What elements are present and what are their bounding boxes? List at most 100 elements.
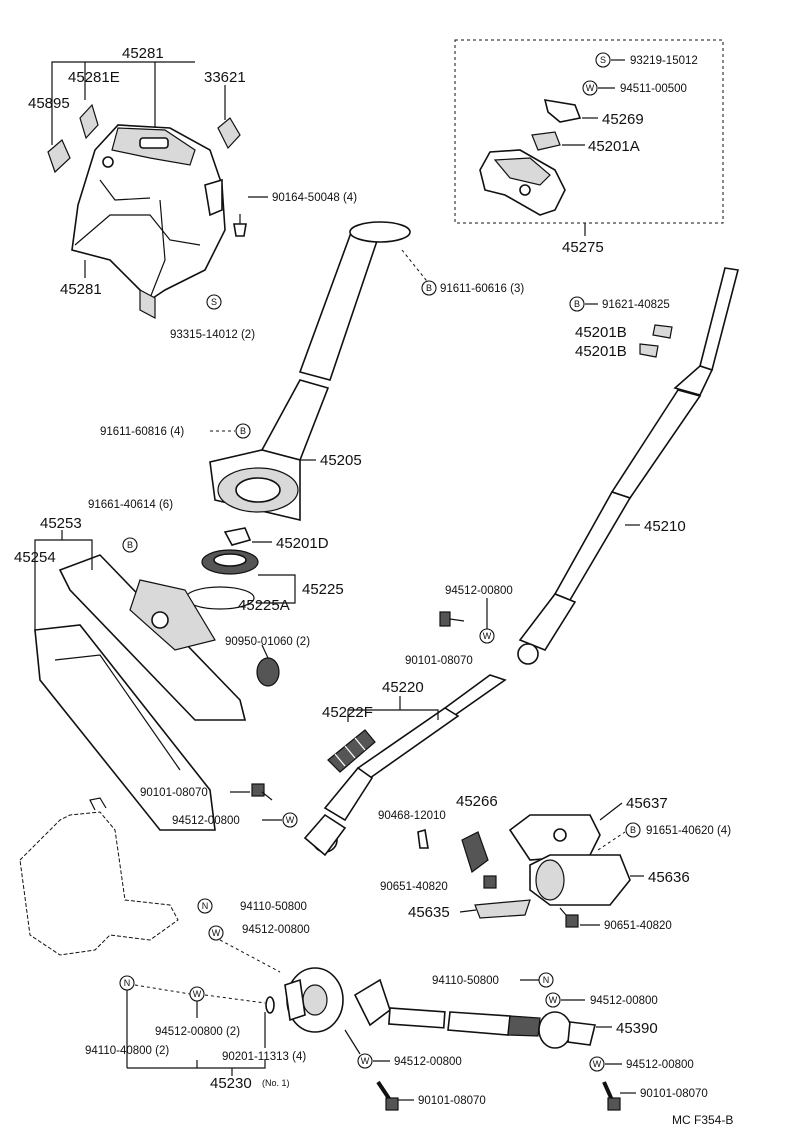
- steering-gearbox-outline: [19, 797, 179, 956]
- label-90101-b: 90101-08070: [140, 787, 208, 799]
- symbol-W-94512-f: W: [357, 1053, 373, 1069]
- label-45895: 45895: [28, 95, 70, 112]
- svg-text:W: W: [193, 989, 202, 999]
- label-45205: 45205: [320, 452, 362, 469]
- label-91621: 91621-40825: [602, 299, 670, 311]
- label-94110-c: 94110-40800 (2): [85, 1045, 169, 1057]
- label-45225: 45225: [302, 581, 344, 598]
- symbol-W-94512-c: W: [208, 925, 224, 941]
- svg-text:W: W: [483, 631, 492, 641]
- bracket-plate-illustration: [34, 554, 247, 831]
- label-94512-d: 94512-00800: [590, 995, 658, 1007]
- bolt-90101-c-shape: [376, 1080, 399, 1111]
- label-91661: 91661-40614 (6): [88, 499, 173, 511]
- symbol-W-94512-e: W: [189, 986, 205, 1002]
- label-45201B-1: 45201B: [575, 324, 627, 341]
- symbol-B-91661: B: [122, 537, 138, 553]
- bolt-90101-b-shape: [251, 783, 273, 801]
- label-45253: 45253: [40, 515, 82, 532]
- label-94511: 94511-00500: [620, 83, 687, 95]
- symbol-W-94512-a: W: [479, 628, 495, 644]
- label-94512-b: 94512-00800: [172, 815, 240, 827]
- bolt-90651-b-shape: [559, 907, 579, 928]
- label-45230-note: (No. 1): [262, 1078, 290, 1088]
- part-45201A-shape: [531, 131, 561, 151]
- label-90164: 90164-50048 (4): [272, 192, 357, 204]
- symbol-W-94511: W: [582, 80, 598, 96]
- flexible-joint-illustration: [284, 967, 344, 1033]
- bolt-90101-a-shape: [439, 611, 465, 627]
- bolt-90651-a-shape: [483, 875, 497, 889]
- svg-text:N: N: [124, 978, 131, 988]
- label-45230: 45230: [210, 1075, 252, 1092]
- label-90101-d: 90101-08070: [640, 1088, 708, 1100]
- svg-text:B: B: [426, 283, 432, 293]
- label-45281-bottom: 45281: [60, 281, 102, 298]
- svg-text:W: W: [586, 83, 595, 93]
- label-45201A: 45201A: [588, 138, 640, 155]
- plate-45635-shape: [474, 899, 531, 919]
- clip-90468-shape: [417, 828, 429, 849]
- part-45269-shape: [543, 99, 582, 123]
- label-94110-b: 94110-50800: [432, 975, 499, 987]
- bearing-45225-shape: [201, 549, 259, 575]
- label-45269: 45269: [602, 111, 644, 128]
- svg-text:S: S: [600, 55, 606, 65]
- gear-housing-illustration: [508, 814, 631, 906]
- label-45635: 45635: [408, 904, 450, 921]
- symbol-N-94110-b: N: [538, 972, 554, 988]
- svg-text:W: W: [549, 995, 558, 1005]
- grommet-90950-shape: [256, 657, 280, 687]
- label-90201: 90201-11313 (4): [222, 1051, 306, 1063]
- label-45222F: 45222F: [322, 704, 373, 721]
- label-90651-b: 90651-40820: [604, 920, 672, 932]
- svg-text:S: S: [211, 297, 217, 307]
- symbol-W-94512-b: W: [282, 812, 298, 828]
- symbol-B-91611-60616: B: [421, 280, 437, 296]
- part-45201D-shape: [223, 527, 252, 546]
- label-45266: 45266: [456, 793, 498, 810]
- label-45275: 45275: [562, 239, 604, 256]
- label-94512-g: 94512-00800: [626, 1059, 694, 1071]
- clip-45281E-shape: [79, 103, 99, 140]
- symbol-W-94512-d: W: [545, 992, 561, 1008]
- symbol-B-91651: B: [625, 822, 641, 838]
- label-45201B-2: 45201B: [575, 343, 627, 360]
- svg-text:W: W: [361, 1056, 370, 1066]
- label-45220: 45220: [382, 679, 424, 696]
- label-45254: 45254: [14, 549, 56, 566]
- label-91651: 91651-40620 (4): [646, 825, 731, 837]
- label-90101-c: 90101-08070: [418, 1095, 486, 1107]
- boot-45222F-shape: [327, 729, 376, 773]
- lower-shaft-45390-illustration: [353, 978, 596, 1049]
- label-45390: 45390: [616, 1020, 658, 1037]
- symbol-W-94512-g: W: [589, 1056, 605, 1072]
- symbol-S-93315: S: [206, 294, 222, 310]
- label-94110-a: 94110-50800: [240, 901, 307, 913]
- intermediate-shaft-illustration: [303, 674, 507, 857]
- label-45225A: 45225A: [238, 597, 290, 614]
- label-45281E: 45281E: [68, 69, 120, 86]
- cap-45266-shape: [461, 831, 489, 873]
- clip-45895-shape: [47, 139, 71, 174]
- column-tube-illustration: [209, 221, 411, 522]
- svg-text:N: N: [202, 901, 209, 911]
- part-45201B-shapes: [639, 324, 673, 358]
- symbol-B-91621: B: [569, 296, 585, 312]
- label-90468: 90468-12010: [378, 810, 446, 822]
- svg-text:N: N: [543, 975, 550, 985]
- bolt-90101-d-shape: [602, 1081, 621, 1111]
- screw-90164-shape: [233, 214, 247, 237]
- column-cover-illustration: [71, 124, 226, 319]
- symbol-S-93219: S: [595, 52, 611, 68]
- diagram-code: MC F354-B: [672, 1113, 733, 1127]
- label-93315: 93315-14012 (2): [170, 329, 255, 341]
- label-90950: 90950-01060 (2): [225, 636, 310, 648]
- label-94512-e: 94512-00800 (2): [155, 1026, 240, 1038]
- label-93219: 93219-15012: [630, 55, 698, 67]
- label-45637: 45637: [626, 795, 668, 812]
- label-94512-c: 94512-00800: [242, 924, 310, 936]
- label-45201D: 45201D: [276, 535, 329, 552]
- label-33621: 33621: [204, 69, 246, 86]
